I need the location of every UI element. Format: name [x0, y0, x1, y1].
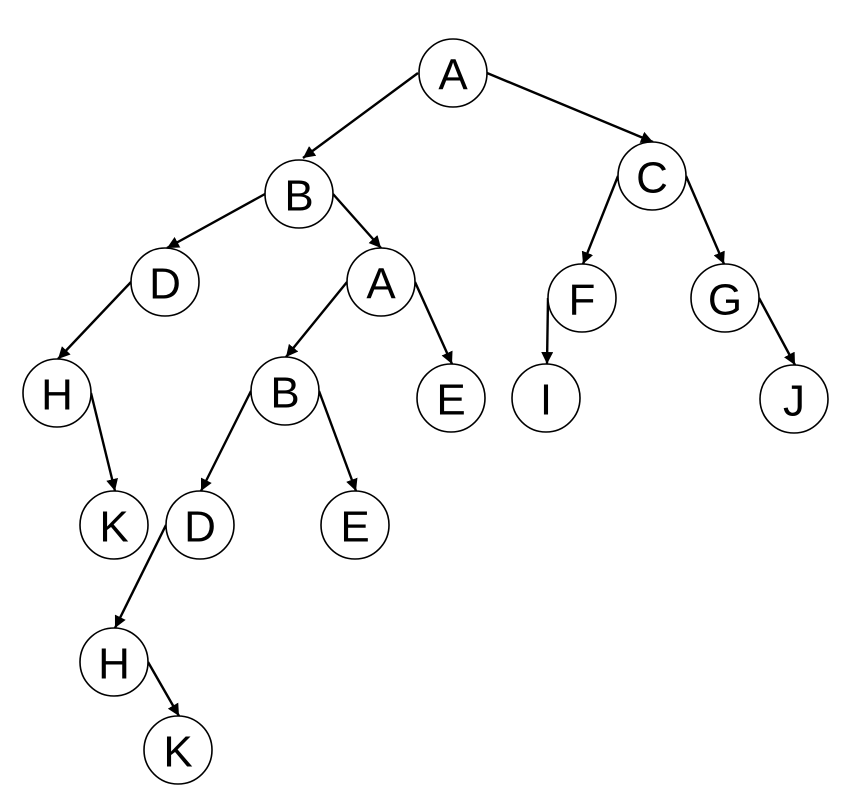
edge-a-to-c: [486, 71, 654, 144]
node-label: G: [708, 276, 742, 325]
node-circle: [79, 627, 149, 697]
tree-node-f: F: [547, 263, 617, 333]
node-label: D: [149, 260, 181, 309]
edge-h-to-k: [146, 661, 181, 717]
tree-node-a: A: [346, 247, 416, 317]
tree-node-c: C: [617, 141, 687, 211]
tree-node-a: A: [418, 38, 488, 108]
tree-node-b: B: [250, 356, 320, 426]
node-label: I: [540, 376, 552, 425]
tree-node-e: E: [320, 490, 390, 560]
edge-h-to-k: [89, 392, 118, 492]
node-circle: [759, 364, 829, 434]
node-circle: [165, 490, 235, 560]
edge-c-to-g: [684, 175, 726, 265]
node-label: H: [41, 371, 73, 420]
node-label: K: [163, 728, 192, 777]
tree-node-h: H: [79, 627, 149, 697]
node-label: A: [438, 51, 468, 100]
node-circle: [346, 247, 416, 317]
node-label: B: [284, 172, 313, 221]
tree-node-h: H: [22, 358, 92, 428]
edge-a-to-e: [413, 281, 454, 365]
edge-f-to-i: [541, 297, 554, 365]
node-label: D: [184, 503, 216, 552]
edge-b-to-d: [166, 192, 266, 250]
node-circle: [264, 159, 334, 229]
tree-node-d: D: [130, 247, 200, 317]
edge-b-to-a: [332, 193, 382, 249]
node-label: B: [270, 369, 299, 418]
node-circle: [617, 141, 687, 211]
node-circle: [130, 247, 200, 317]
tree-node-g: G: [690, 263, 760, 333]
node-label: K: [99, 503, 128, 552]
node-circle: [250, 356, 320, 426]
node-circle: [690, 263, 760, 333]
node-circle: [22, 358, 92, 428]
tree-node-e: E: [416, 363, 486, 433]
edge-b-to-d: [199, 390, 253, 492]
node-label: F: [569, 276, 596, 325]
tree-node-b: B: [264, 159, 334, 229]
tree-edges: [57, 71, 797, 717]
node-circle: [79, 490, 149, 560]
tree-node-k: K: [79, 490, 149, 560]
edge-a-to-b: [285, 281, 348, 358]
node-label: C: [636, 154, 668, 203]
tree-node-j: J: [759, 364, 829, 434]
node-circle: [143, 715, 213, 785]
edge-c-to-f: [581, 175, 620, 265]
edge-g-to-j: [757, 297, 797, 366]
node-circle: [320, 490, 390, 560]
node-circle: [547, 263, 617, 333]
node-label: J: [783, 377, 805, 426]
tree-node-d: D: [165, 490, 235, 560]
tree-node-k: K: [143, 715, 213, 785]
edge-d-to-h: [57, 281, 132, 360]
edge-d-to-h: [113, 524, 168, 629]
node-label: A: [366, 260, 396, 309]
node-label: E: [436, 376, 465, 425]
node-circle: [416, 363, 486, 433]
node-label: E: [340, 503, 369, 552]
edge-a-to-b: [302, 72, 419, 159]
node-label: H: [98, 640, 130, 689]
tree-node-i: I: [511, 363, 581, 433]
edge-b-to-e: [317, 390, 358, 492]
node-circle: [511, 363, 581, 433]
node-circle: [418, 38, 488, 108]
